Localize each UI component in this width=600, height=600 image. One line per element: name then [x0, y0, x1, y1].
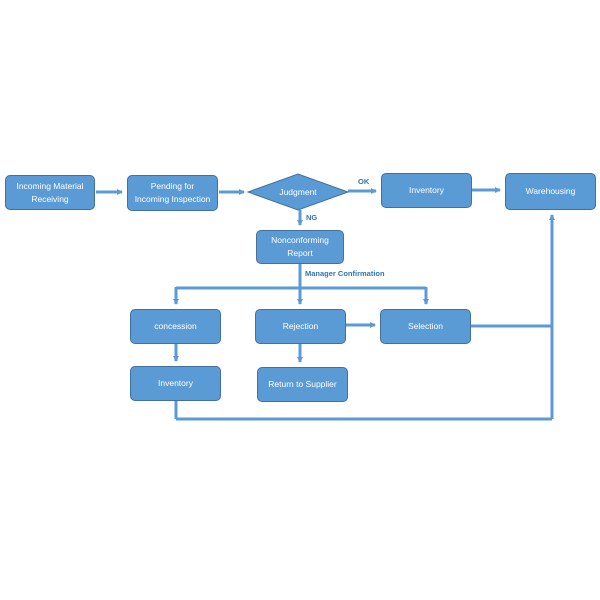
judgment-diamond	[246, 173, 350, 211]
node-pending-inspection: Pending for Incoming Inspection	[127, 175, 218, 211]
node-judgment-label: Judgment	[279, 187, 317, 197]
edge-label-ng: NG	[306, 213, 318, 222]
edge-label-manager-confirmation: Manager Confirmation	[305, 269, 385, 278]
node-nonconforming-report: Nonconforming Report	[256, 230, 344, 264]
node-rejection: Rejection	[255, 309, 346, 344]
node-incoming-material-receiving: Incoming Material Receiving	[5, 175, 95, 210]
node-concession: concession	[130, 309, 221, 344]
node-selection: Selection	[380, 309, 471, 344]
node-warehousing: Warehousing	[505, 173, 596, 210]
node-inventory-top: Inventory	[381, 173, 472, 208]
node-return-to-supplier: Return to Supplier	[257, 367, 348, 402]
edge-label-ok: OK	[358, 177, 370, 186]
node-inventory-bottom: Inventory	[130, 366, 221, 401]
